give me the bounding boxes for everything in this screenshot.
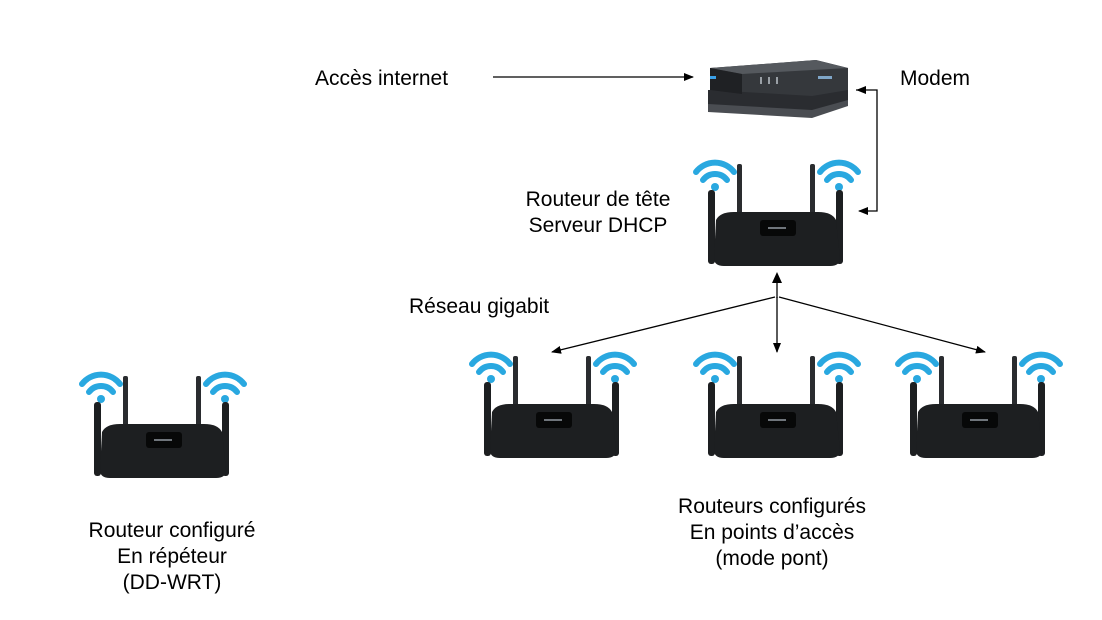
- head-router-icon: [693, 159, 861, 266]
- wifi-icon: [469, 351, 513, 383]
- access-points-label-line-1: Routeurs configurés: [678, 495, 866, 518]
- modem-label: Modem: [900, 67, 971, 90]
- head-router-label: Routeur de tête Serveur DHCP: [500, 187, 696, 239]
- internet-label: Accès internet: [315, 67, 449, 90]
- gigabit-link-left: [551, 296, 776, 354]
- access-point-router-right-icon: [895, 351, 1063, 458]
- wifi-icon: [203, 371, 247, 403]
- wifi-icon: [79, 371, 123, 403]
- access-point-router-center-icon: [693, 351, 861, 458]
- repeater-label: Routeur configuré En répéteur (DD-WRT): [52, 518, 292, 596]
- access-point-router-left-icon: [469, 351, 637, 458]
- wifi-icon: [693, 159, 737, 191]
- wifi-icon: [895, 351, 939, 383]
- wifi-icon: [1019, 351, 1063, 383]
- head-router-label-line-2: Serveur DHCP: [528, 214, 668, 237]
- gigabit-network-label: Réseau gigabit: [409, 295, 550, 318]
- repeater-label-line-2: En répéteur: [117, 545, 227, 568]
- head-router-label-line-1: Routeur de tête: [525, 188, 671, 211]
- wifi-icon: [817, 351, 861, 383]
- modem-icon: [708, 60, 848, 118]
- access-points-label: Routeurs configurés En points d’accès (m…: [642, 494, 902, 572]
- wifi-icon: [693, 351, 737, 383]
- gigabit-link-right: [778, 296, 986, 354]
- repeater-label-line-1: Routeur configuré: [88, 519, 256, 542]
- access-points-label-line-3: (mode pont): [715, 547, 829, 570]
- wifi-icon: [593, 351, 637, 383]
- repeater-label-line-3: (DD-WRT): [122, 571, 222, 594]
- access-points-label-line-2: En points d’accès: [689, 521, 855, 544]
- wifi-icon: [817, 159, 861, 191]
- repeater-router-icon: [79, 371, 247, 478]
